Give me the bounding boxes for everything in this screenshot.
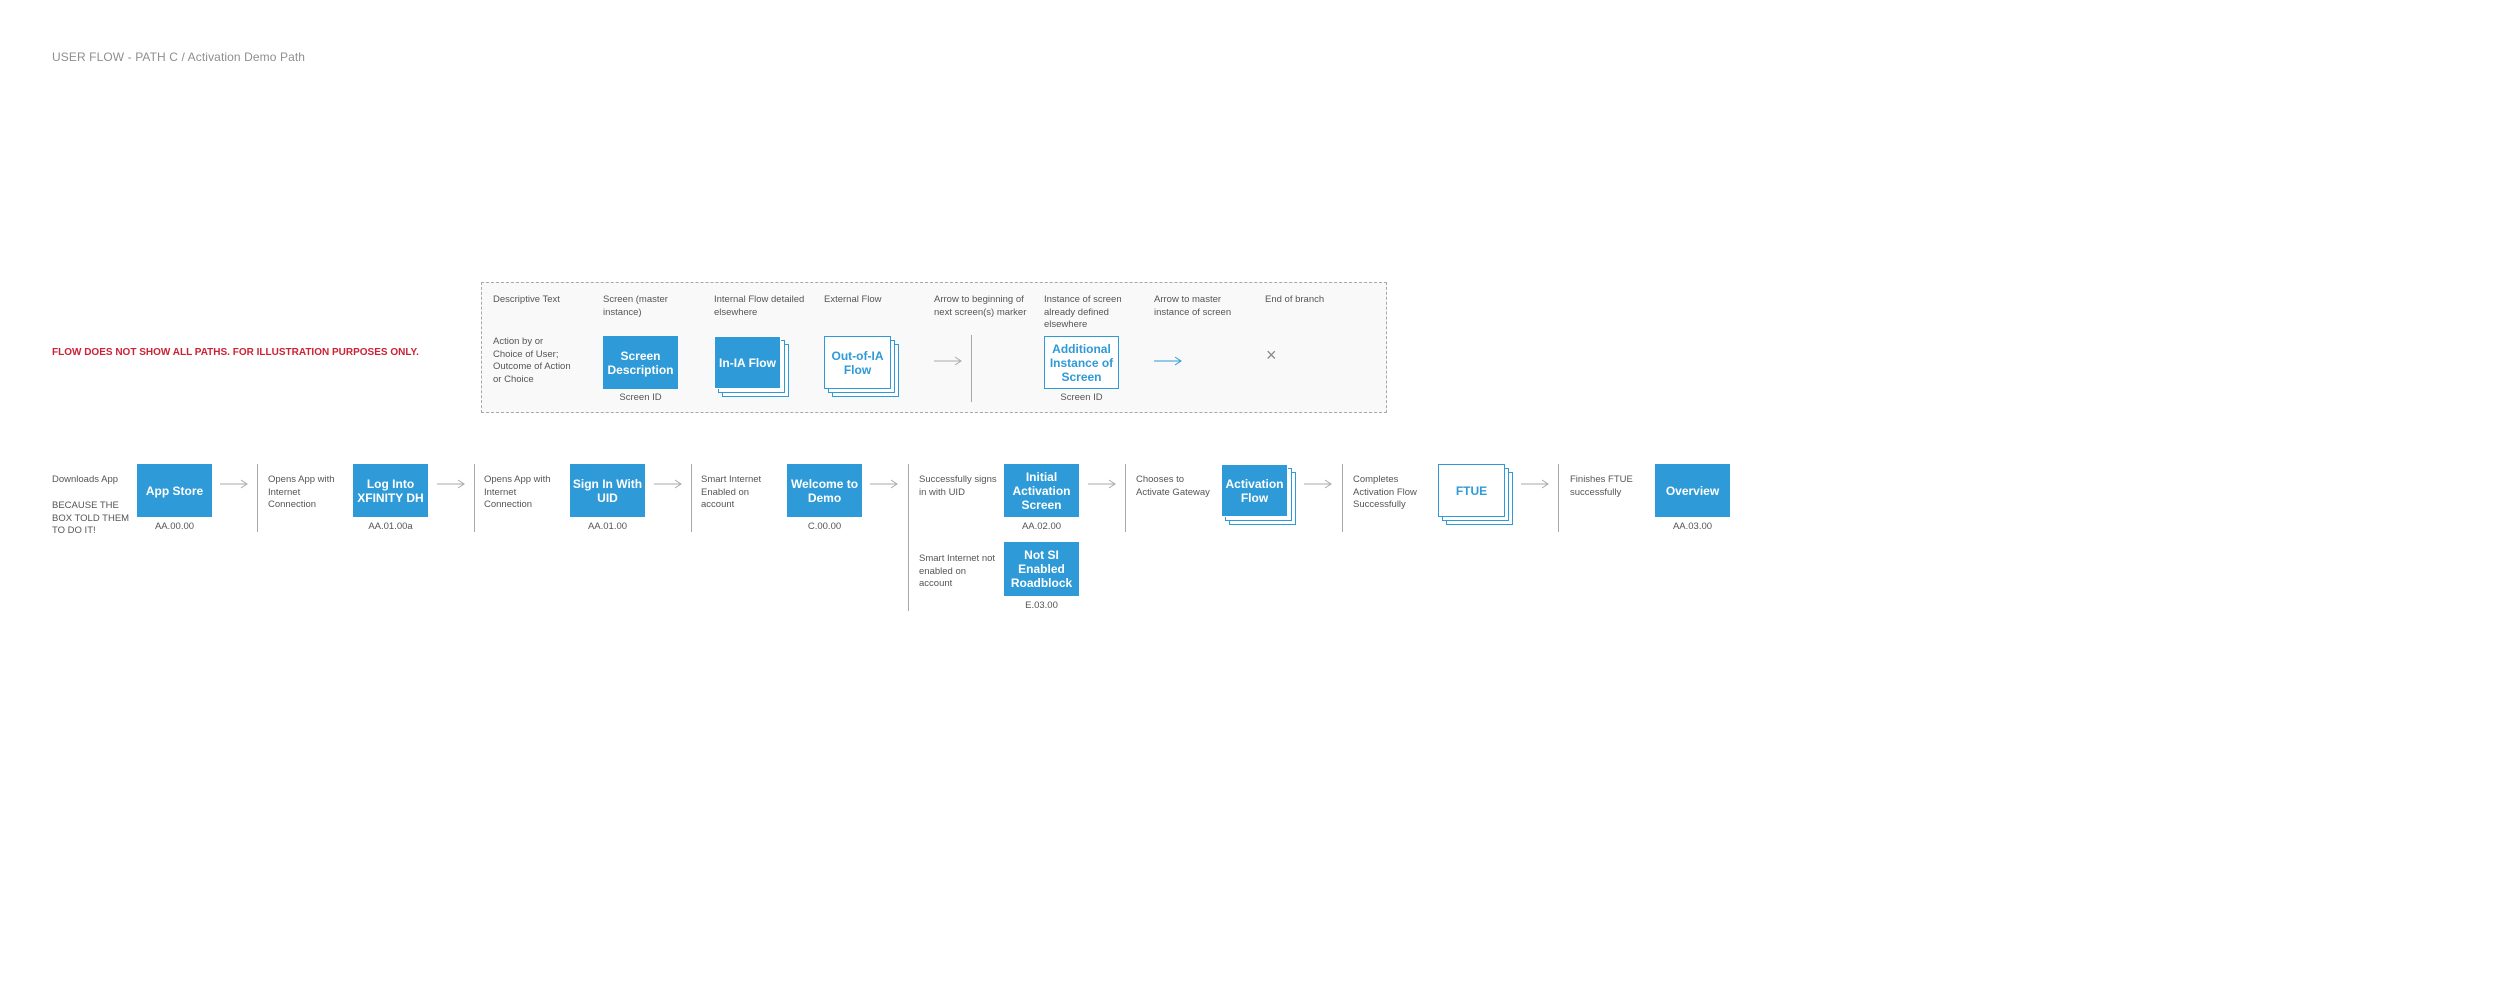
step2-description: Opens App with Internet Connection [268,474,335,510]
legend-screen-id: Screen ID [619,392,662,403]
step4-description: Smart Internet Enabled on account [701,474,762,510]
arrow-right-icon [1521,479,1549,489]
branch-marker-line [908,464,909,611]
arrow-right-icon [1304,479,1332,489]
screen-not-si-enabled-roadblock: Not SI Enabled Roadblock [1004,542,1079,596]
arrow-right-icon [870,479,898,489]
legend-header-screen: Screen (master instance) [603,294,668,318]
screen-app-store: App Store [137,464,212,517]
screen-log-into-xfinity: Log Into XFINITY DH [353,464,428,517]
screen-id-initial-activation: AA.02.00 [1021,521,1062,532]
legend-instance-id: Screen ID [1060,392,1103,403]
arrow-right-icon [437,479,465,489]
screen-id-welcome-to-demo: C.00.00 [807,521,842,532]
legend-blue-arrow-icon [1154,356,1182,366]
step-marker-line [257,464,258,532]
legend-screen-sample: Screen Description [603,336,678,389]
legend-marker-line [971,335,972,402]
step3-description: Opens App with Internet Connection [484,474,551,510]
step6-description: Chooses to Activate Gateway [1136,474,1210,498]
arrow-right-icon [654,479,682,489]
screen-id-sign-in-with-uid: AA.01.00 [587,521,628,532]
screen-id-app-store: AA.00.00 [154,521,195,532]
legend-external-sample: Out-of-IA Flow [824,336,891,389]
legend-descriptive-sample: Action by or Choice of User; Outcome of … [493,336,571,385]
legend-header-end-branch: End of branch [1265,294,1325,305]
legend-header-instance: Instance of screen already defined elsew… [1044,294,1122,330]
step-marker-line [1558,464,1559,532]
legend-header-arrow-master: Arrow to master instance of screen [1154,294,1232,318]
legend-panel: Descriptive Text Screen (master instance… [481,282,1387,413]
step-marker-line [474,464,475,532]
page-title: USER FLOW - PATH C / Activation Demo Pat… [52,50,306,64]
legend-header-internal: Internal Flow detailed elsewhere [714,294,805,318]
legend-instance-sample: Additional Instance of Screen [1044,336,1119,389]
external-flow-ftue: FTUE [1438,464,1505,517]
legend-header-arrow-next: Arrow to beginning of next screen(s) mar… [934,294,1027,318]
step1-description: Downloads App [52,474,119,485]
step-marker-line [691,464,692,532]
step1-note: BECAUSE THE BOX TOLD THEM TO DO IT! [52,500,130,536]
disclaimer-note: FLOW DOES NOT SHOW ALL PATHS. FOR ILLUST… [52,347,419,358]
step-marker-line [1125,464,1126,532]
screen-id-not-si-enabled: E.03.00 [1025,600,1058,611]
step5b-description: Smart Internet not enabled on account [919,553,996,589]
internal-flow-activation: Activation Flow [1221,464,1288,517]
step-marker-line [1342,464,1343,532]
screen-overview: Overview [1655,464,1730,517]
screen-id-log-into-xfinity: AA.01.00a [368,521,413,532]
legend-gray-arrow-icon [934,356,962,366]
legend-header-external: External Flow [824,294,882,305]
step8-description: Finishes FTUE successfully [1570,474,1633,498]
screen-welcome-to-demo: Welcome to Demo [787,464,862,517]
end-branch-x-icon: × [1266,345,1277,365]
step7-description: Completes Activation Flow Successfully [1353,474,1417,510]
arrow-right-icon [220,479,248,489]
step5a-description: Successfully signs in with UID [919,474,997,498]
legend-header-descriptive: Descriptive Text [493,294,560,305]
screen-sign-in-with-uid: Sign In With UID [570,464,645,517]
screen-initial-activation: Initial Activation Screen [1004,464,1079,517]
arrow-right-icon [1088,479,1116,489]
screen-id-overview: AA.03.00 [1672,521,1713,532]
legend-internal-sample: In-IA Flow [714,336,781,389]
